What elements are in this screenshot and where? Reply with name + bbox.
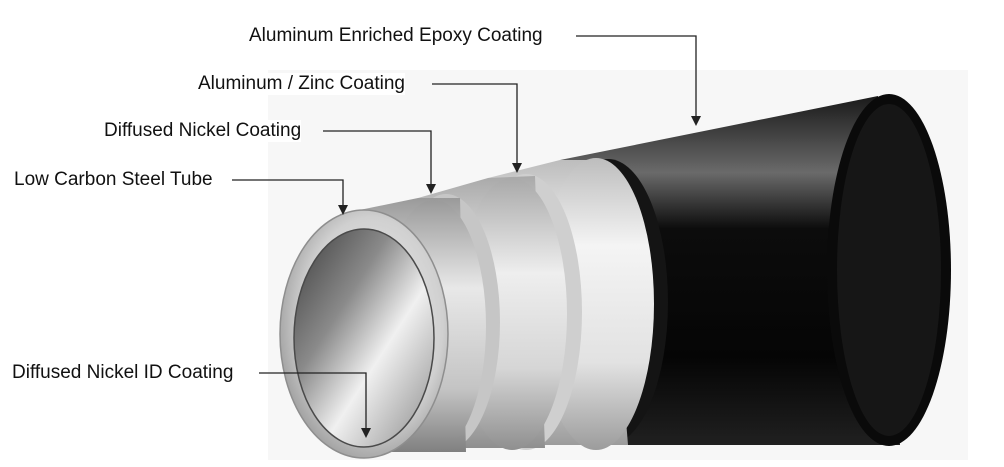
arrow-alzn [512, 163, 522, 173]
label-aluminum-zinc-coating: Aluminum / Zinc Coating [198, 73, 405, 95]
label-low-carbon-steel-tube: Low Carbon Steel Tube [14, 169, 213, 191]
leader-epoxy [576, 35, 697, 118]
arrow-epoxy [691, 116, 701, 126]
leader-nickel [323, 130, 432, 186]
leader-id [259, 372, 367, 430]
arrow-steel [338, 205, 348, 215]
leader-steel [232, 179, 344, 207]
tube-end-face [279, 209, 449, 459]
leader-lines [232, 35, 697, 430]
leader-alzn [432, 83, 518, 165]
label-diffused-nickel-coating: Diffused Nickel Coating [104, 120, 302, 142]
arrow-nickel [426, 184, 436, 194]
label-diffused-nickel-id-coating: Diffused Nickel ID Coating [12, 362, 234, 384]
arrow-id [361, 428, 371, 438]
leader-arrowheads [338, 116, 701, 438]
label-epoxy-coating: Aluminum Enriched Epoxy Coating [249, 25, 543, 47]
tube-bore [294, 229, 434, 447]
